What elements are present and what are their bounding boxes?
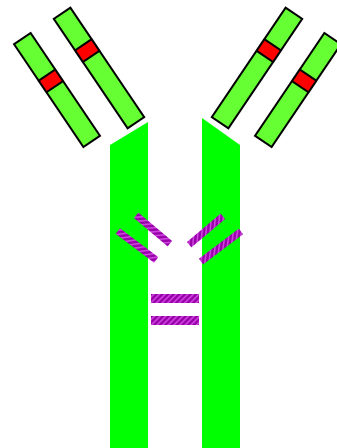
light-chains bbox=[14, 8, 337, 147]
heavy-chain-right bbox=[202, 118, 240, 448]
disulfide-bond-bridge-upper bbox=[151, 294, 199, 303]
heavy-chains bbox=[110, 118, 240, 448]
interchain-disulfide-bonds bbox=[151, 294, 199, 325]
disulfide-bond-bridge-lower bbox=[151, 316, 199, 325]
heavy-chain-left bbox=[110, 122, 148, 448]
